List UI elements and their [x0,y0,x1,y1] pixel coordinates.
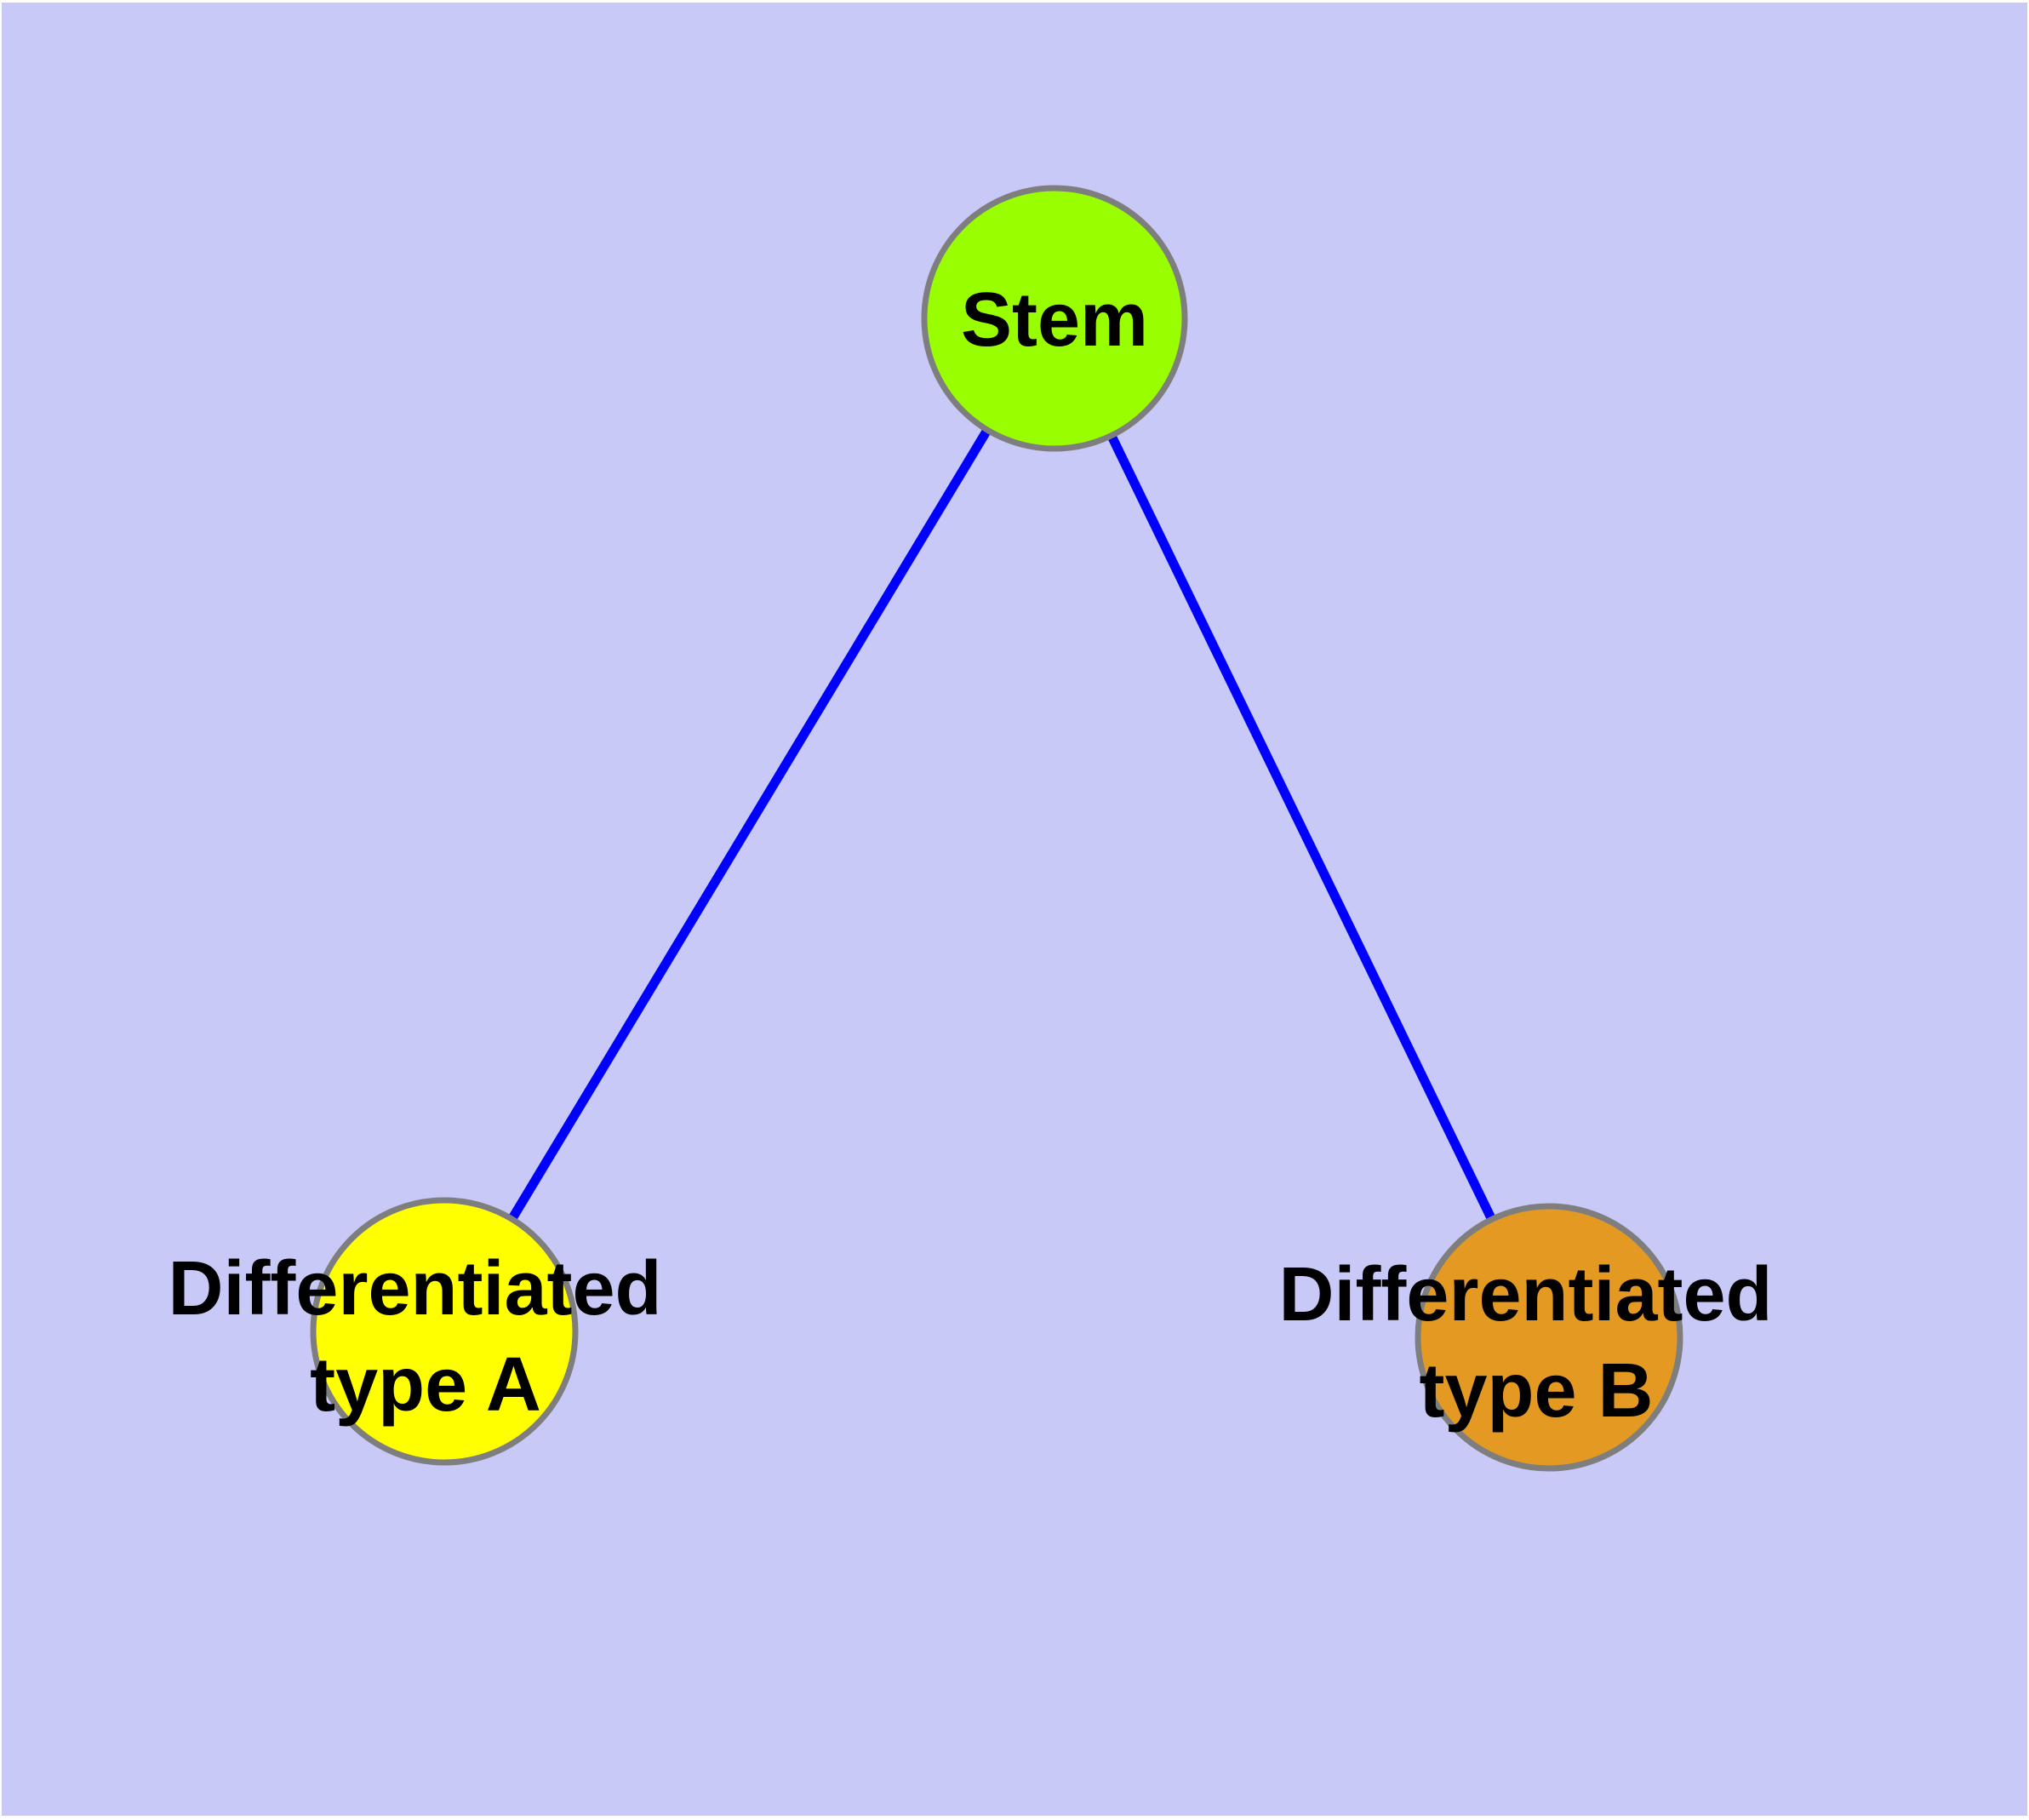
edge-stem-to-type-a [440,316,1059,1334]
node-differentiated-type-a [310,1197,579,1466]
node-label-type-b-line-2: type B [1419,1348,1653,1434]
node-label-type-b-line-1: Differentiated [1278,1252,1772,1337]
node-label-type-a-line-1: Differentiated [168,1246,661,1331]
node-label-differentiated-type-b: Differentiated type B [1278,1252,1793,1434]
node-label-type-a-line-2: type A [310,1342,541,1428]
node-label-stem: Stem [961,278,1148,363]
edge-stem-to-type-b [1050,316,1553,1340]
node-differentiated-type-b [1415,1203,1683,1472]
node-stem [921,185,1188,452]
node-label-differentiated-type-a: Differentiated type A [168,1246,683,1428]
